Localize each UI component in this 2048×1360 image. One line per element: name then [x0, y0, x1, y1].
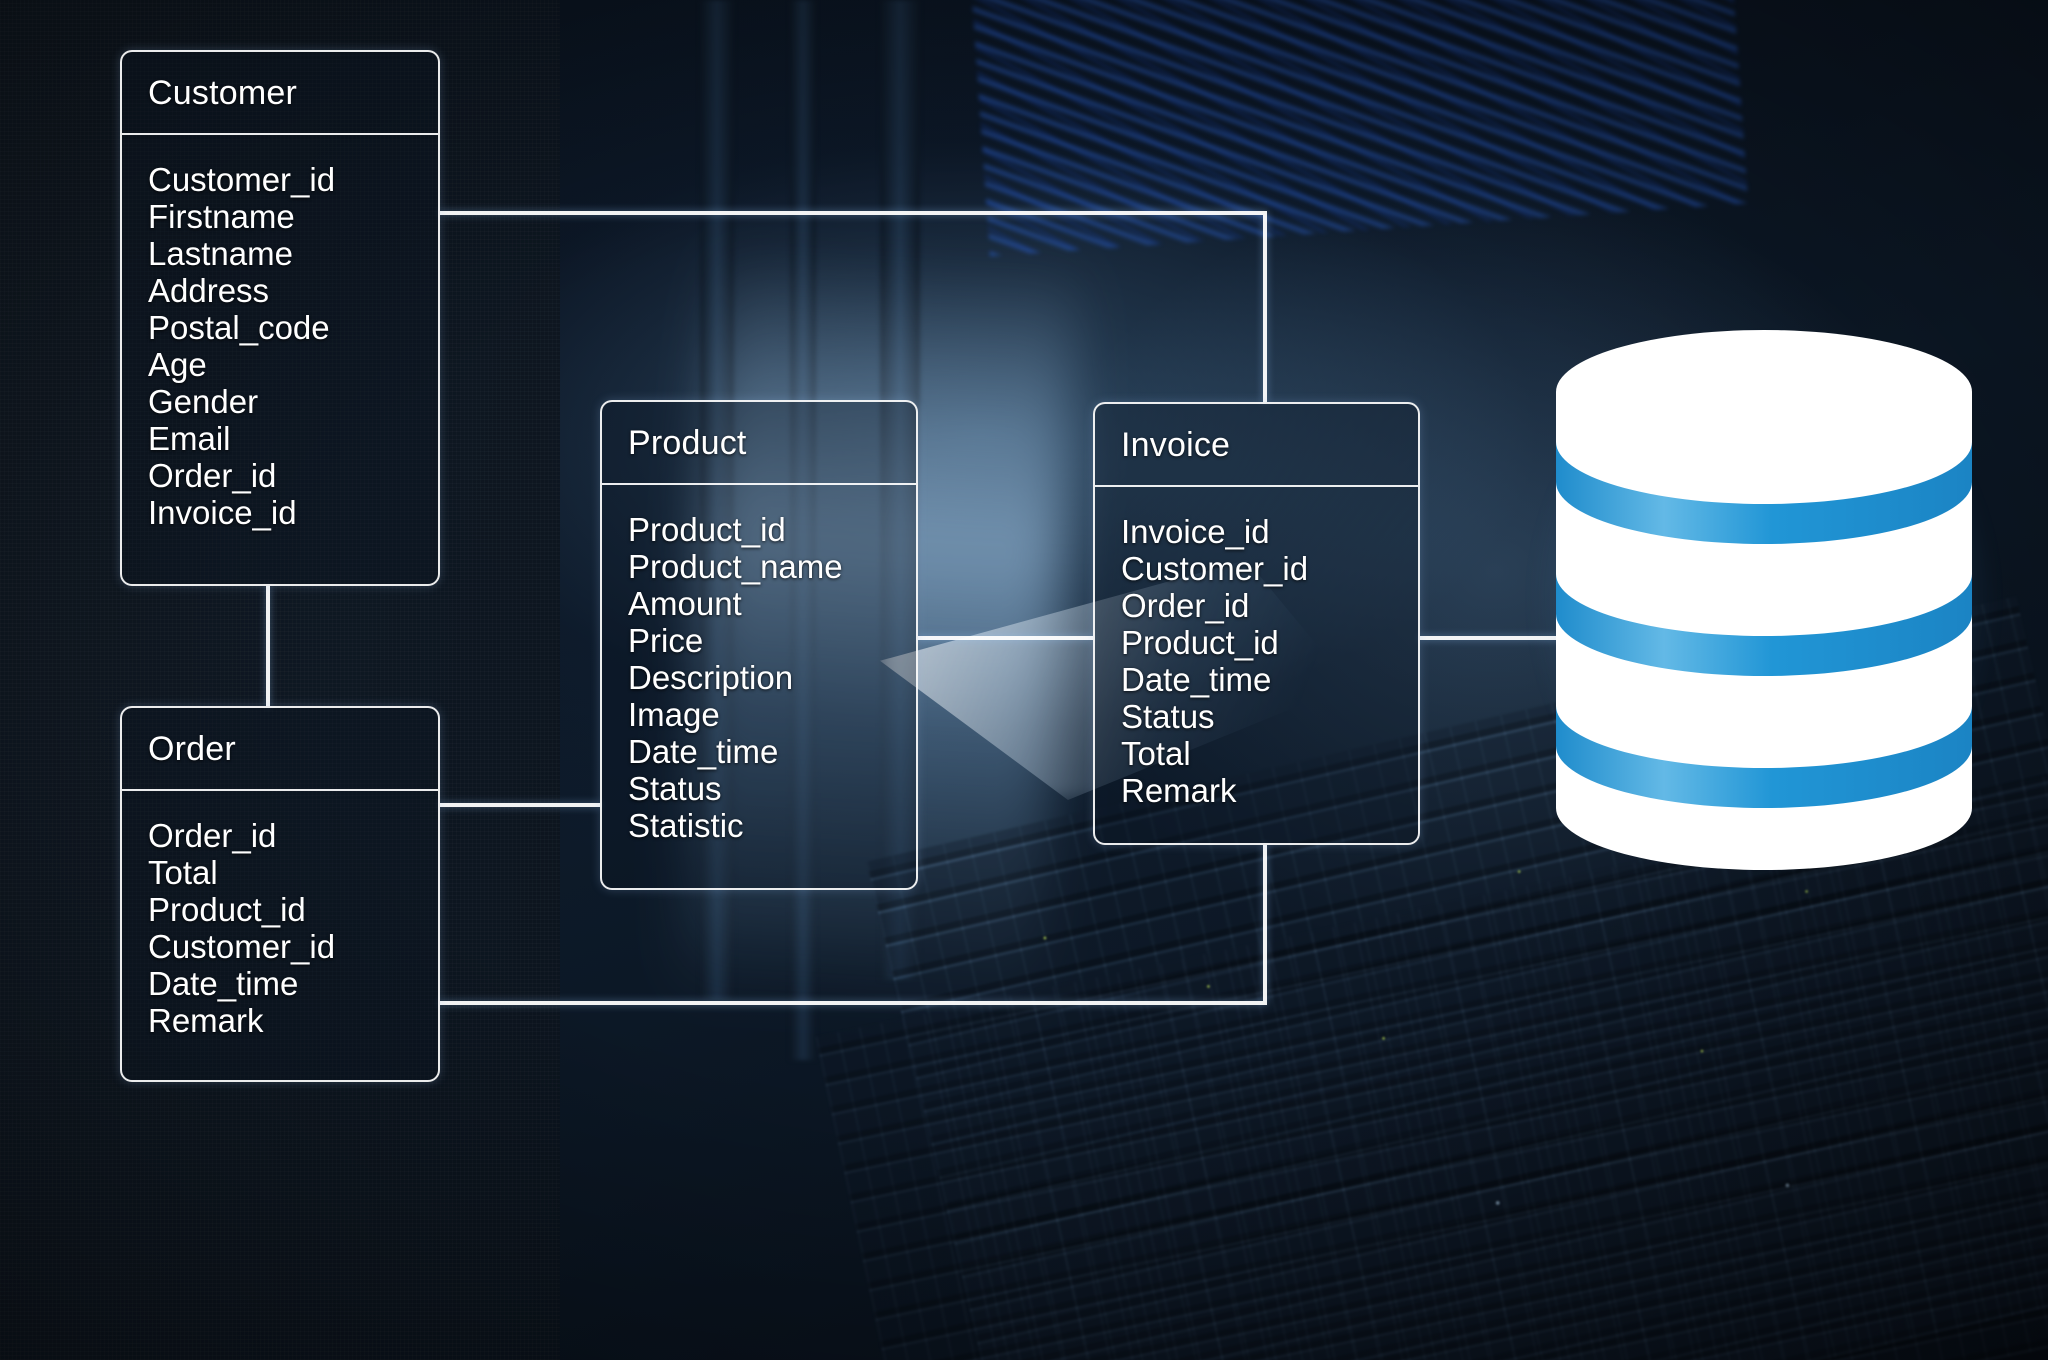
field-row: Image: [628, 696, 720, 733]
entity-invoice[interactable]: Invoice Invoice_id Customer_id Order_id …: [1093, 402, 1420, 845]
entity-invoice-divider: [1095, 485, 1418, 487]
entity-product[interactable]: Product Product_id Product_name Amount P…: [600, 400, 918, 890]
field-row: Product_id: [628, 511, 786, 548]
field-row: Age: [148, 346, 207, 383]
database-cylinder-icon[interactable]: [1458, 250, 2048, 950]
field-row: Amount: [628, 585, 742, 622]
entity-product-title: Product: [628, 424, 747, 462]
entity-customer-divider: [122, 133, 438, 135]
field-row: Status: [1121, 698, 1215, 735]
entity-order-fields: Order_id Total Product_id Customer_id Da…: [122, 791, 438, 1057]
field-row: Statistic: [628, 807, 744, 844]
entity-customer-title: Customer: [148, 74, 297, 112]
field-row: Postal_code: [148, 309, 330, 346]
field-row: Product_id: [148, 891, 306, 928]
field-row: Address: [148, 272, 270, 309]
field-row: Date_time: [1121, 661, 1272, 698]
field-row: Date_time: [148, 965, 299, 1002]
entity-order[interactable]: Order Order_id Total Product_id Customer…: [120, 706, 440, 1082]
field-row: Remark: [148, 1002, 264, 1039]
entity-customer[interactable]: Customer Customer_id Firstname Lastname …: [120, 50, 440, 586]
entity-order-title: Order: [148, 730, 236, 768]
field-row: Description: [628, 659, 794, 696]
field-row: Order_id: [1121, 587, 1250, 624]
connector-customer-invoice: [440, 211, 1267, 402]
field-row: Remark: [1121, 772, 1237, 809]
field-row: Total: [1121, 735, 1191, 772]
field-row: Product_id: [1121, 624, 1279, 661]
field-row: Total: [148, 854, 218, 891]
entity-product-divider: [602, 483, 916, 485]
entity-order-divider: [122, 789, 438, 791]
entity-customer-fields: Customer_id Firstname Lastname Address P…: [122, 135, 438, 549]
entity-product-fields: Product_id Product_name Amount Price Des…: [602, 485, 916, 862]
field-row: Price: [628, 622, 704, 659]
entity-invoice-title: Invoice: [1121, 426, 1231, 464]
field-row: Customer_id: [148, 161, 336, 198]
field-row: Lastname: [148, 235, 293, 272]
entity-invoice-fields: Invoice_id Customer_id Order_id Product_…: [1095, 487, 1418, 827]
field-row: Order_id: [148, 457, 277, 494]
field-row: Gender: [148, 383, 259, 420]
field-row: Status: [628, 770, 722, 807]
connector-order-invoice: [440, 845, 1267, 1005]
field-row: Customer_id: [1121, 550, 1309, 587]
field-row: Invoice_id: [1121, 513, 1270, 550]
field-row: Email: [148, 420, 231, 457]
field-row: Order_id: [148, 817, 277, 854]
field-row: Firstname: [148, 198, 295, 235]
field-row: Date_time: [628, 733, 779, 770]
field-row: Product_name: [628, 548, 843, 585]
field-row: Customer_id: [148, 928, 336, 965]
field-row: Invoice_id: [148, 494, 297, 531]
database-cylinder-shape: [1556, 330, 1972, 870]
